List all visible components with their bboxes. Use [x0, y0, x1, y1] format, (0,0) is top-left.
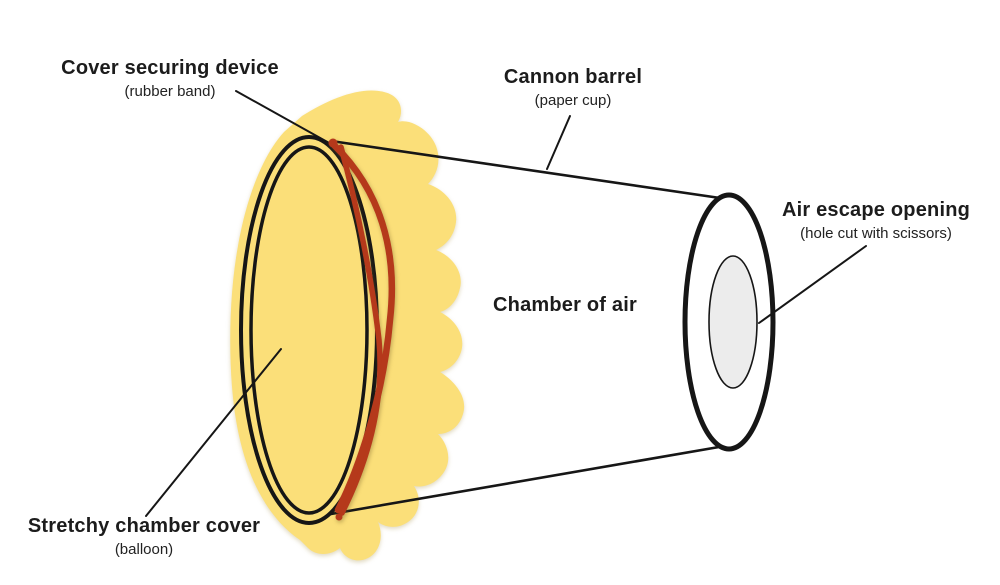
rubber-band — [328, 138, 396, 521]
label-stretchy-chamber-cover-title: Stretchy chamber cover — [27, 515, 261, 537]
leader-cover-securing-device — [235, 90, 332, 145]
rubber-band-strand-front — [330, 141, 396, 514]
rubber-band-strand-back — [338, 144, 383, 516]
balloon-rim-inner-ellipse — [249, 145, 369, 515]
label-chamber-of-air: Chamber of air — [465, 294, 665, 317]
leader-air-escape-opening — [758, 245, 867, 324]
label-cover-securing-device-subtitle: (rubber band) — [124, 83, 216, 100]
label-air-escape-opening: Air escape opening (hole cut with scisso… — [746, 199, 1000, 242]
label-stretchy-chamber-cover-subtitle: (balloon) — [114, 541, 174, 558]
label-cannon-barrel-subtitle: (paper cup) — [534, 92, 612, 109]
balloon-blob — [230, 90, 465, 561]
rubber-band-knot-top — [328, 138, 338, 148]
outline-group — [145, 90, 867, 525]
label-cover-securing-device-title: Cover securing device — [61, 57, 279, 79]
rubber-band-knot-bottom — [335, 513, 343, 521]
label-cannon-barrel: Cannon barrel (paper cup) — [448, 66, 698, 109]
leader-cannon-barrel — [546, 115, 571, 170]
air-hole-ellipse — [708, 255, 758, 389]
label-cover-securing-device: Cover securing device (rubber band) — [20, 57, 320, 100]
label-chamber-of-air-title: Chamber of air — [493, 294, 637, 316]
label-cannon-barrel-title: Cannon barrel — [503, 66, 643, 88]
label-air-escape-opening-subtitle: (hole cut with scissors) — [800, 225, 952, 242]
label-stretchy-chamber-cover: Stretchy chamber cover (balloon) — [4, 515, 284, 558]
cup-top-edge — [329, 139, 722, 200]
leader-stretchy-chamber-cover — [145, 348, 282, 517]
cup-bottom-edge — [329, 445, 721, 516]
label-air-escape-opening-title: Air escape opening — [781, 199, 971, 221]
